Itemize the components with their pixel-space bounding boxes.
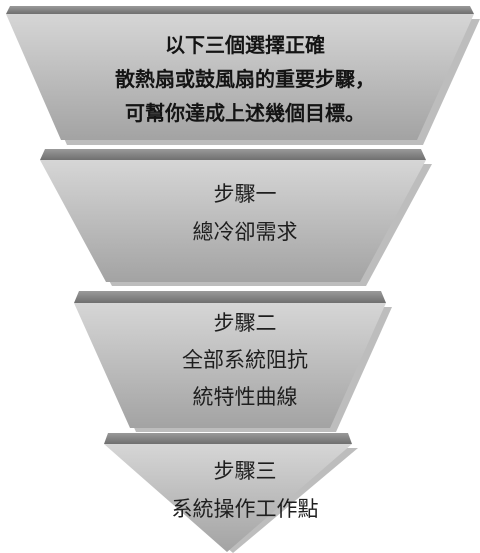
stage-3-line-1: 步驟二 [213,311,277,335]
stage-2-line-2: 總冷卻需求 [192,220,298,244]
stage-3-line-2: 全部系統阻抗 [182,348,308,372]
funnel-stage-1-rim [6,6,474,14]
stage-1-line-2: 散熱扇或鼓風扇的重要步驟， [115,67,375,91]
stage-4-line-2: 系統操作工作點 [171,497,319,521]
funnel-stage-1-body [6,14,474,140]
funnel-stage-3-text: 步驟二 全部系統阻抗 統特性曲線 [120,305,370,416]
funnel-stage-2-body [40,160,426,282]
funnel-stage-2 [40,149,432,286]
funnel-stage-1 [6,6,480,145]
funnel-stage-4-text: 步驟三 系統操作工作點 [140,452,350,528]
funnel-stage-1-text: 以下三個選擇正確 散熱扇或鼓風扇的重要步驟， 可幫你達成上述幾個目標。 [60,28,430,130]
funnel-stage-4 [104,433,358,553]
funnel-stage-3-body [74,303,386,428]
funnel-stage-4-body [104,444,352,552]
funnel-stage-2-text: 步驟一 總冷卻需求 [100,175,390,251]
funnel-stage-3-rim [74,291,386,303]
stage-3-line-3: 統特性曲線 [192,385,298,409]
funnel-stage-4-rim [104,433,352,444]
funnel-stage-2-rim [40,149,426,160]
stage-4-line-1: 步驟三 [213,459,277,483]
stage-1-line-1: 以下三個選擇正確 [165,33,325,57]
funnel-stage-3 [74,291,392,432]
stage-1-line-3: 可幫你達成上述幾個目標。 [125,101,365,125]
stage-2-line-1: 步驟一 [213,182,277,206]
